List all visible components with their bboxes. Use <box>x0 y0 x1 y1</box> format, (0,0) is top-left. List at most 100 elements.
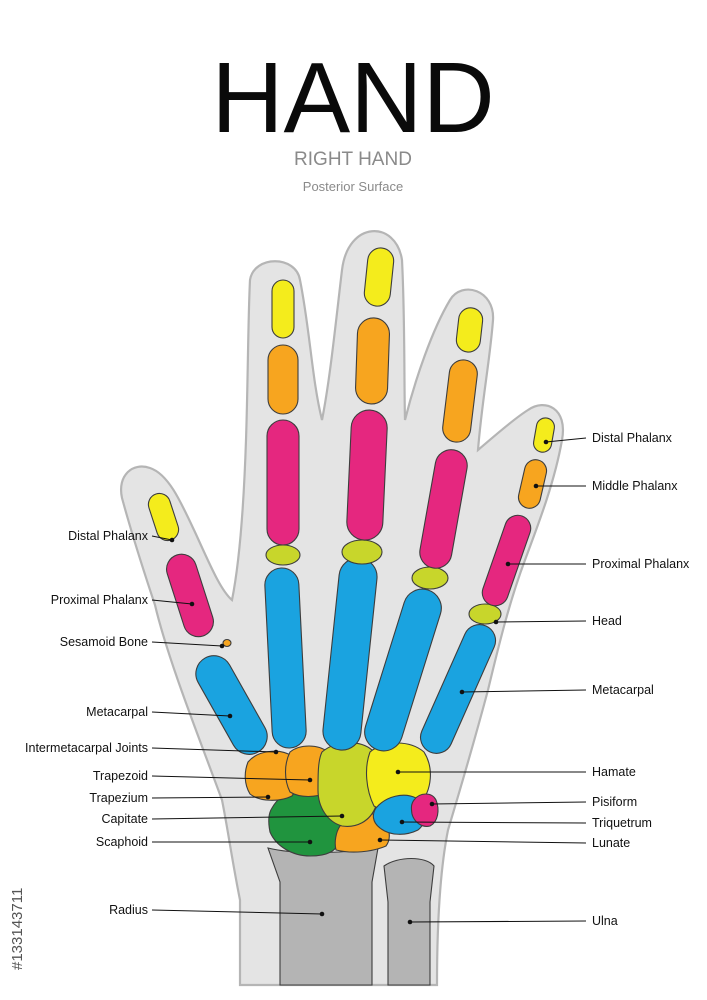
leader-dot <box>189 601 195 607</box>
forearm-bones <box>267 847 435 986</box>
right-label-proximal-phalanx: Proximal Phalanx <box>592 557 690 571</box>
thumb-metacarpal <box>195 655 268 755</box>
pisiform-bone <box>410 793 439 827</box>
index-metacarpal <box>264 567 307 749</box>
leader-dot <box>307 839 313 845</box>
left-label-intermetacarpal-joints: Intermetacarpal Joints <box>25 741 148 755</box>
right-callout-middle-phalanx: Middle Phalanx <box>533 479 678 493</box>
right-callout-distal-phalanx: Distal Phalanx <box>543 431 673 445</box>
leader-dot <box>273 749 279 755</box>
right-label-metacarpal: Metacarpal <box>592 683 654 697</box>
leader-line <box>495 620 587 623</box>
right-label-distal-phalanx: Distal Phalanx <box>592 431 673 445</box>
ring-middle-phalanx <box>442 359 478 443</box>
leader-dot <box>533 483 539 489</box>
ring-metacarpal <box>364 588 442 752</box>
middle-proximal-phalanx <box>346 409 388 541</box>
left-label-proximal-phalanx: Proximal Phalanx <box>51 593 149 607</box>
middle-metacarpal-head <box>341 539 383 565</box>
carpal-bones <box>244 742 439 857</box>
little-metacarpal-head <box>468 603 502 625</box>
leader-line <box>151 641 223 647</box>
left-label-trapezium: Trapezium <box>89 791 148 805</box>
trapezium-bone <box>244 750 298 801</box>
leader-dot <box>265 794 271 800</box>
leader-dot <box>543 439 549 445</box>
stock-id-text: #133143711 <box>9 888 26 970</box>
left-callout-intermetacarpal-joints: Intermetacarpal Joints <box>25 741 279 755</box>
index-proximal-phalanx <box>266 419 300 546</box>
leader-line <box>379 839 587 844</box>
page-title: HAND <box>211 42 494 154</box>
left-callout-scaphoid: Scaphoid <box>96 835 313 849</box>
leader-dot <box>377 837 383 843</box>
leader-dot <box>219 643 225 649</box>
leader-dot <box>407 919 413 925</box>
left-callout-proximal-phalanx: Proximal Phalanx <box>51 593 195 607</box>
leader-line <box>151 775 311 781</box>
left-callout-metacarpal: Metacarpal <box>86 705 233 719</box>
leader-dot <box>307 777 313 783</box>
left-callout-trapezoid: Trapezoid <box>93 769 313 783</box>
leader-line <box>151 711 231 717</box>
leader-dot <box>399 819 405 825</box>
left-label-distal-phalanx: Distal Phalanx <box>68 529 149 543</box>
leader-dot <box>319 911 325 917</box>
index-middle-phalanx <box>267 344 299 415</box>
leader-line <box>151 535 173 541</box>
leader-dot <box>505 561 511 567</box>
right-callout-ulna: Ulna <box>407 914 618 928</box>
right-label-triquetrum: Triquetrum <box>592 816 652 830</box>
left-label-sesamoid-bone: Sesamoid Bone <box>60 635 148 649</box>
ring-metacarpal-head <box>411 566 449 590</box>
right-label-hamate: Hamate <box>592 765 636 779</box>
leader-line <box>461 689 587 693</box>
little-proximal-phalanx <box>481 514 532 607</box>
leader-line <box>151 599 193 605</box>
left-label-radius: Radius <box>109 903 148 917</box>
right-label-middle-phalanx: Middle Phalanx <box>592 479 678 493</box>
leader-line <box>151 815 343 820</box>
right-callout-lunate: Lunate <box>377 836 630 850</box>
little-metacarpal <box>419 624 497 754</box>
leader-dot <box>395 769 401 775</box>
radius-bone <box>267 847 379 986</box>
left-label-trapezoid: Trapezoid <box>93 769 148 783</box>
left-callout-sesamoid-bone: Sesamoid Bone <box>60 635 225 649</box>
leader-line <box>151 909 323 915</box>
leader-line <box>409 920 587 923</box>
leader-dot <box>227 713 233 719</box>
right-callout-head: Head <box>493 614 622 628</box>
leader-dot <box>459 689 465 695</box>
leader-line <box>151 796 269 799</box>
left-label-metacarpal: Metacarpal <box>86 705 148 719</box>
left-label-capitate: Capitate <box>101 812 148 826</box>
leader-line <box>545 437 587 443</box>
right-label-ulna: Ulna <box>592 914 618 928</box>
leader-dot <box>429 801 435 807</box>
left-callout-distal-phalanx: Distal Phalanx <box>68 529 175 543</box>
leader-line <box>431 801 587 805</box>
index-distal-phalanx <box>271 279 295 339</box>
finger-bones <box>147 247 555 755</box>
thumb-proximal-phalanx <box>166 553 214 638</box>
sesamoid-bone <box>222 638 232 648</box>
leader-dot <box>493 619 499 625</box>
little-distal-phalanx <box>533 417 555 453</box>
left-callout-capitate: Capitate <box>101 812 345 826</box>
right-label-lunate: Lunate <box>592 836 630 850</box>
right-callout-pisiform: Pisiform <box>429 795 637 809</box>
right-callout-triquetrum: Triquetrum <box>399 816 652 830</box>
leader-line <box>401 821 587 824</box>
middle-middle-phalanx <box>355 317 390 405</box>
left-callout-trapezium: Trapezium <box>89 791 271 805</box>
right-callout-proximal-phalanx: Proximal Phalanx <box>505 557 690 571</box>
leader-line <box>151 747 277 753</box>
right-callout-hamate: Hamate <box>395 765 636 779</box>
capitate-bone <box>317 742 381 827</box>
middle-distal-phalanx <box>363 247 395 307</box>
leader-dot <box>339 813 345 819</box>
